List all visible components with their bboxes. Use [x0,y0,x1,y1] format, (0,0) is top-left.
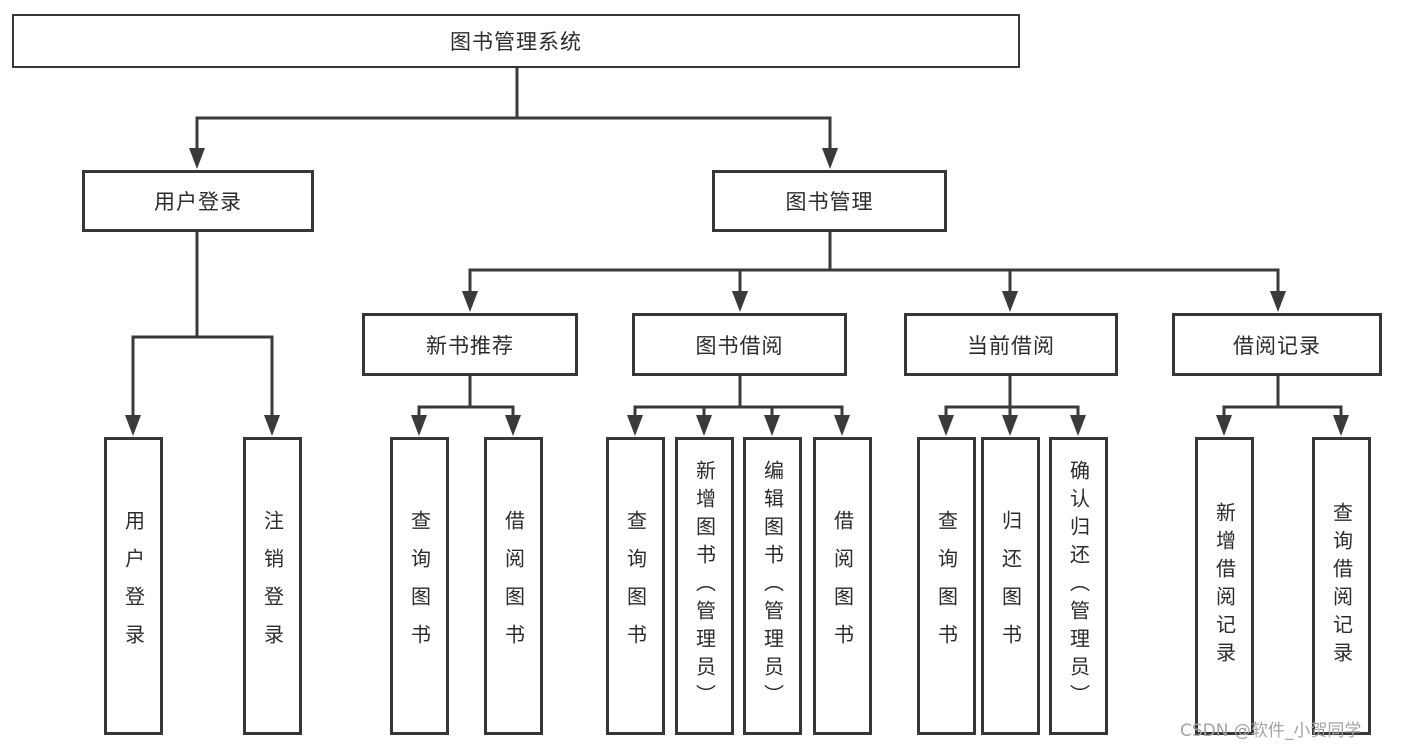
node-new-book-recommend: 新书推荐 [362,313,578,376]
node-borrowing-records: 借阅记录 [1172,313,1382,376]
leaf-logout: 注销登录 [243,437,302,735]
leaf-query-books-recommend: 查询图书 [390,437,449,735]
node-root-system: 图书管理系统 [12,14,1020,68]
leaf-query-books-borrowing: 查询图书 [606,437,665,735]
leaf-query-books-current: 查询图书 [917,437,976,735]
leaf-user-login: 用户登录 [104,437,163,735]
connector-stems [131,66,1343,418]
leaf-add-borrow-record: 新增借阅记录 [1195,437,1254,735]
leaf-query-borrow-record: 查询借阅记录 [1312,437,1371,735]
leaf-borrow-books-borrowing: 借阅图书 [813,437,872,735]
csdn-watermark: CSDN @软件_小贺同学 [1180,721,1362,741]
node-user-login-branch: 用户登录 [82,170,314,232]
leaf-borrow-books-recommend: 借阅图书 [484,437,543,735]
leaf-edit-book-admin: 编辑图书（管理员） [743,437,802,735]
node-current-borrowing: 当前借阅 [904,313,1118,376]
arrowheads [125,148,1349,436]
node-book-borrowing: 图书借阅 [632,313,847,376]
leaf-confirm-return-admin: 确认归还（管理员） [1049,437,1108,735]
node-book-management-branch: 图书管理 [712,170,947,232]
leaf-return-book: 归还图书 [981,437,1040,735]
leaf-add-book-admin: 新增图书（管理员） [675,437,734,735]
